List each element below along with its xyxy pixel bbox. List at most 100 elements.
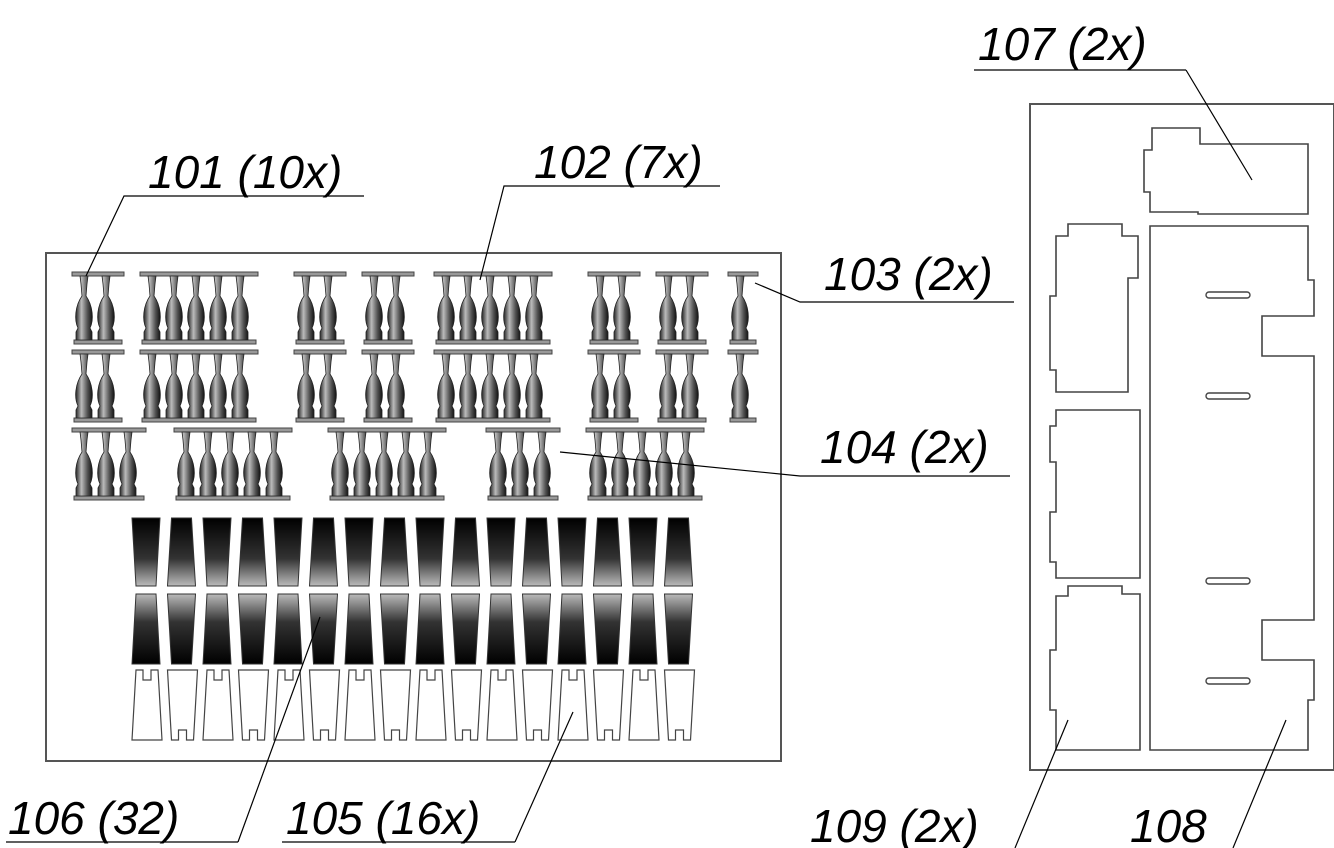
baluster: [331, 431, 349, 497]
baluster: [319, 353, 337, 419]
baluster: [297, 275, 315, 341]
baluster: [437, 275, 455, 341]
baluster-strip: [587, 271, 641, 345]
baluster: [591, 353, 609, 419]
baluster: [209, 275, 227, 341]
dark-piece: [379, 517, 410, 587]
dark-piece: [521, 517, 552, 587]
callout-109: 109 (2x): [810, 800, 979, 848]
baluster: [633, 431, 651, 497]
baluster: [611, 431, 629, 497]
baluster: [365, 353, 383, 419]
baluster: [97, 431, 115, 497]
baluster: [489, 431, 507, 497]
dark-piece: [202, 593, 232, 665]
baluster: [613, 275, 631, 341]
outline-piece-group: [131, 669, 696, 741]
dark-piece: [450, 593, 481, 665]
outline-piece: [308, 669, 341, 741]
baluster-strip: [139, 349, 259, 423]
dark-piece: [663, 593, 694, 665]
baluster: [199, 431, 217, 497]
baluster: [589, 431, 607, 497]
dark-piece: [557, 593, 587, 665]
baluster: [503, 275, 521, 341]
baluster: [143, 275, 161, 341]
baluster: [243, 431, 261, 497]
baluster-strip: [361, 271, 415, 345]
baluster: [503, 353, 521, 419]
baluster: [187, 353, 205, 419]
baluster-strip: [71, 427, 147, 501]
baluster: [165, 353, 183, 419]
dark-piece: [131, 593, 161, 665]
baluster: [319, 275, 337, 341]
dark-piece: [379, 593, 410, 665]
baluster-group: [71, 271, 759, 501]
dark-piece: [308, 517, 339, 587]
outline-piece: [273, 669, 305, 741]
outline-piece: [166, 669, 199, 741]
baluster: [525, 353, 543, 419]
outline-piece: [202, 669, 234, 741]
baluster: [481, 275, 499, 341]
baluster: [655, 431, 673, 497]
dark-piece: [131, 517, 161, 587]
outline-piece: [486, 669, 518, 741]
baluster: [209, 353, 227, 419]
outline-piece: [344, 669, 376, 741]
baluster: [375, 431, 393, 497]
leader-lines: [6, 69, 1287, 848]
baluster-strip: [71, 349, 125, 423]
baluster: [177, 431, 195, 497]
baluster-strip: [327, 427, 447, 501]
baluster-strip: [433, 271, 553, 345]
baluster-strip: [433, 349, 553, 423]
baluster: [75, 275, 93, 341]
baluster: [231, 275, 249, 341]
baluster-strip: [587, 349, 641, 423]
callout-106: 106 (32): [8, 792, 179, 844]
outline-piece: [628, 669, 660, 741]
outline-piece: [557, 669, 589, 741]
left-sheet: [45, 252, 782, 762]
dark-piece: [202, 517, 232, 587]
baluster: [187, 275, 205, 341]
baluster: [533, 431, 551, 497]
dark-piece: [521, 593, 552, 665]
baluster: [731, 275, 749, 341]
outline-piece: [450, 669, 483, 741]
callout-102: 102 (7x): [534, 136, 703, 188]
callout-108: 108: [1130, 800, 1207, 848]
baluster: [659, 353, 677, 419]
baluster: [511, 431, 529, 497]
baluster: [221, 431, 239, 497]
dark-piece: [237, 517, 268, 587]
callout-labels: 101 (10x) 102 (7x) 103 (2x) 104 (2x) 105…: [8, 18, 1207, 848]
baluster: [97, 353, 115, 419]
callout-101: 101 (10x): [148, 146, 342, 198]
dark-piece: [166, 517, 197, 587]
baluster: [119, 431, 137, 497]
baluster: [265, 431, 283, 497]
callout-105: 105 (16x): [286, 792, 480, 844]
outline-piece: [131, 669, 163, 741]
outline-piece: [592, 669, 625, 741]
dark-piece: [592, 517, 623, 587]
dark-piece-group: [131, 517, 694, 665]
baluster: [397, 431, 415, 497]
baluster: [591, 275, 609, 341]
dark-piece: [273, 517, 303, 587]
baluster: [365, 275, 383, 341]
baluster: [459, 353, 477, 419]
outline-piece: [379, 669, 412, 741]
baluster: [731, 353, 749, 419]
baluster: [659, 275, 677, 341]
part-109-outlines: [1049, 223, 1141, 751]
baluster: [613, 353, 631, 419]
outline-piece: [521, 669, 554, 741]
baluster: [143, 353, 161, 419]
baluster: [459, 275, 477, 341]
dark-piece: [344, 593, 374, 665]
